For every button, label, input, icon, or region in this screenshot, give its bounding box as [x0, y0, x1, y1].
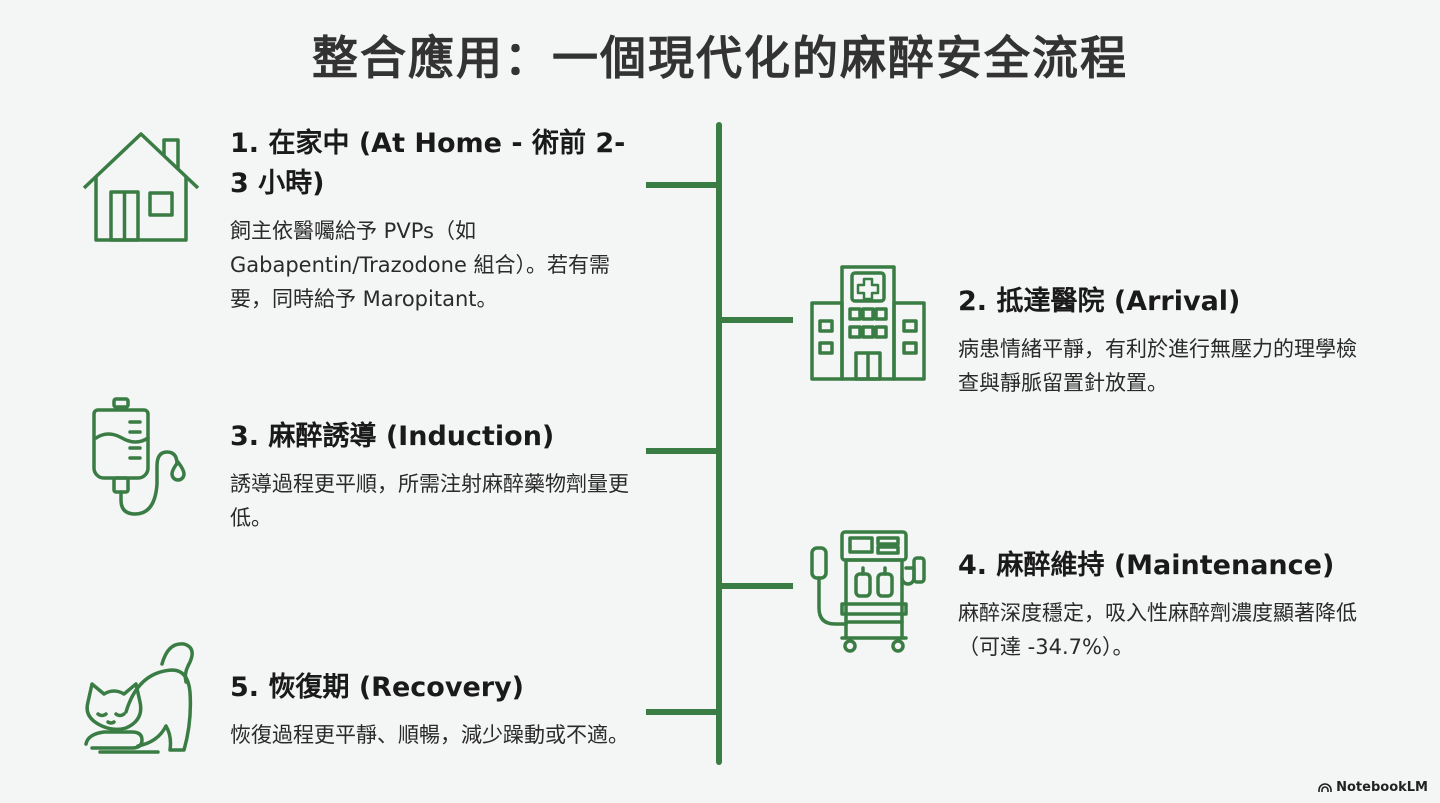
iv-drip-icon — [92, 397, 186, 516]
step-recovery: 5. 恢復期 (Recovery) 恢復過程更平靜、順暢，減少躁動或不適。 — [230, 668, 640, 752]
hospital-icon — [810, 265, 926, 381]
brand-name: NotebookLM — [1336, 780, 1428, 795]
step-description: 恢復過程更平靜、順暢，減少躁動或不適。 — [230, 723, 629, 747]
step-title: 2. 抵達醫院 (Arrival) — [958, 286, 1241, 317]
anesthesia-machine-icon — [810, 530, 926, 653]
step-title: 1. 在家中 (At Home - 術前 2-3 小時) — [230, 128, 626, 199]
step-induction: 3. 麻醉誘導 (Induction) 誘導過程更平順，所需注射麻醉藥物劑量更低… — [230, 417, 640, 535]
step-description: 飼主依醫囑給予 PVPs（如 Gabapentin/Trazodone 組合）。… — [230, 219, 611, 311]
house-icon — [82, 132, 200, 242]
step-description: 誘導過程更平順，所需注射麻醉藥物劑量更低。 — [230, 472, 629, 530]
step-arrival: 2. 抵達醫院 (Arrival) 病患情緒平靜，有利於進行無壓力的理學檢查與靜… — [958, 282, 1368, 400]
step-maintenance: 4. 麻醉維持 (Maintenance) 麻醉深度穩定，吸入性麻醉劑濃度顯著降… — [958, 546, 1388, 664]
stretching-cat-icon — [84, 642, 194, 754]
step-description: 病患情緒平靜，有利於進行無壓力的理學檢查與靜脈留置針放置。 — [958, 337, 1357, 395]
notebooklm-logo-icon — [1318, 782, 1332, 792]
page-title: 整合應用：一個現代化的麻醉安全流程 — [312, 31, 1128, 85]
brand-watermark: NotebookLM — [1318, 780, 1428, 795]
step-title: 5. 恢復期 (Recovery) — [230, 672, 525, 703]
step-at-home: 1. 在家中 (At Home - 術前 2-3 小時) 飼主依醫囑給予 PVP… — [230, 124, 640, 316]
step-title: 4. 麻醉維持 (Maintenance) — [958, 550, 1335, 581]
step-title: 3. 麻醉誘導 (Induction) — [230, 421, 555, 452]
step-description: 麻醉深度穩定，吸入性麻醉劑濃度顯著降低（可達 -34.7%）。 — [958, 601, 1357, 659]
